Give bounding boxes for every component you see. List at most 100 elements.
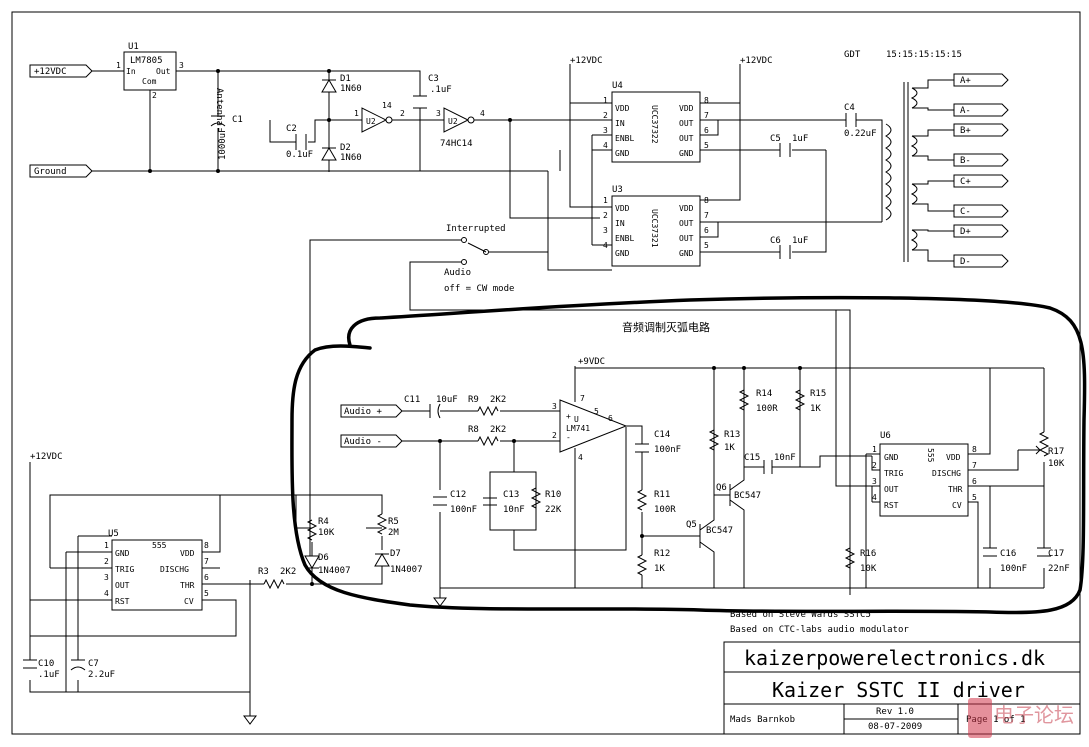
junction <box>438 439 442 443</box>
r9-value: 2K2 <box>490 395 506 405</box>
u2b-bubble <box>467 116 475 124</box>
u2b-p3: 3 <box>436 109 441 118</box>
title-page: Page 1 of 1 <box>966 715 1026 725</box>
d1-diode <box>321 79 337 93</box>
u2a-p14: 14 <box>382 101 392 110</box>
c2-ref: C2 <box>286 124 297 134</box>
q6-transistor <box>714 368 745 588</box>
port-ground-label: Ground <box>34 167 67 177</box>
d7-value: 1N4007 <box>390 565 423 575</box>
r12-value: 1K <box>654 564 665 574</box>
r10-ref: R10 <box>545 490 561 500</box>
title-date: 08-07-2009 <box>868 722 922 732</box>
d6-diode <box>304 555 320 569</box>
u6-ref: U6 <box>880 431 891 441</box>
c17-ref: C17 <box>1048 549 1064 559</box>
r4-potentiometer <box>295 495 318 584</box>
r16-ref: R16 <box>860 549 876 559</box>
audio-section-label: 音频调制灭弧电路 <box>622 320 710 334</box>
c13-ref: C13 <box>503 490 519 500</box>
gdt-winding-d <box>910 229 954 262</box>
u6-right-wires <box>968 368 1044 588</box>
u3-supply: +12VDC <box>740 56 773 66</box>
gdt-winding-a <box>910 79 954 111</box>
gdt-primary-wire <box>826 119 883 222</box>
u1-in: In <box>126 67 136 76</box>
u2a-bubble <box>385 116 393 124</box>
u4-n7: 7 <box>704 111 709 120</box>
lm741-p6: 6 <box>608 414 613 423</box>
r3-resistor <box>263 578 285 590</box>
c4-ref: C4 <box>844 103 855 113</box>
r17-wiper <box>1018 445 1042 455</box>
u4-right-wires <box>700 119 826 151</box>
port-b-minus <box>953 153 1009 167</box>
u6-n5: 5 <box>972 493 977 502</box>
port-a-minus <box>953 103 1009 117</box>
c16-ref: C16 <box>1000 549 1016 559</box>
u4-n8: 8 <box>704 96 709 105</box>
port-ground <box>29 164 93 178</box>
u5-n8: 8 <box>204 541 209 550</box>
interrupter-section: +12VDC U5 555 GND TRIG OUT RST VDD DISCH… <box>23 452 423 725</box>
u5-n5: 5 <box>204 589 209 598</box>
r14-ref: R14 <box>756 389 772 399</box>
u5-n1: 1 <box>104 541 109 550</box>
u4-n4: 4 <box>603 141 608 150</box>
u4-pin-gnd-r: GND <box>679 149 694 158</box>
u3-part: UCC37321 <box>650 209 659 248</box>
port-d-plus <box>953 224 1009 238</box>
u6-pin-trig: TRIG <box>884 469 903 478</box>
note-based-on-steve: Based on Steve Wards SSTC5 <box>730 610 871 620</box>
u6-n8: 8 <box>972 445 977 454</box>
lm741-opamp <box>559 399 628 453</box>
c15-value: 10nF <box>774 453 796 463</box>
u3-pin-vdd: VDD <box>615 204 630 213</box>
port-b-plus-label: B+ <box>960 126 971 136</box>
port-c-minus-label: C- <box>960 207 971 217</box>
r14-value: 100R <box>756 404 778 414</box>
c11-ref: C11 <box>404 395 420 405</box>
u3-n7: 7 <box>704 211 709 220</box>
u2a-inverter <box>361 107 388 133</box>
c15-ref: C15 <box>744 453 760 463</box>
c7-plate-curved <box>70 666 86 671</box>
port-b-minus-label: B- <box>960 156 971 166</box>
switch-lever <box>467 242 487 253</box>
port-a-minus-label: A- <box>960 106 971 116</box>
u5-n3: 3 <box>104 573 109 582</box>
q5-part: BC547 <box>706 526 733 536</box>
u1-com: Com <box>142 77 157 86</box>
r10-value: 22K <box>545 505 562 515</box>
r4-ref: R4 <box>318 517 329 527</box>
q5-transistor <box>642 368 715 588</box>
r17-resistor <box>1038 431 1050 457</box>
junction <box>712 366 716 370</box>
gdt-turns: 15:15:15:15:15 <box>886 50 962 60</box>
u6-n3: 3 <box>872 477 877 486</box>
port-a-plus-label: A+ <box>960 76 971 86</box>
u3-chip <box>611 195 701 267</box>
port-12vdc-label: +12VDC <box>34 67 67 77</box>
audio-modulator-section: 音频调制灭弧电路 Audio + Audio - C11 10uF R9 2K2… <box>290 295 1087 615</box>
q6-part: BC547 <box>734 491 761 501</box>
u5-pin-gnd: GND <box>115 549 130 558</box>
u6-left-wires <box>835 310 880 588</box>
c10-value: .1uF <box>38 670 60 680</box>
u3-pin-enbl: ENBL <box>615 234 634 243</box>
watermark-text: 电子论坛 <box>994 703 1074 727</box>
title-block: kaizerpowerelectronics.dk Kaizer SSTC II… <box>723 641 1081 735</box>
opamp-out-wire <box>626 425 643 588</box>
lm741-part: LM741 <box>566 424 590 433</box>
q6-ref: Q6 <box>716 483 727 493</box>
u3-n5: 5 <box>704 241 709 250</box>
u3-pin-gnd: GND <box>615 249 630 258</box>
port-audio-minus-label: Audio - <box>344 437 382 447</box>
u5-left-wires <box>29 462 251 693</box>
antenna-label: Antenna <box>214 88 224 126</box>
u3-pin-vdd-r: VDD <box>679 204 694 213</box>
u6-n1: 1 <box>872 445 877 454</box>
junction <box>148 169 152 173</box>
r3-ref: R3 <box>258 567 269 577</box>
r14-resistor <box>738 389 750 411</box>
